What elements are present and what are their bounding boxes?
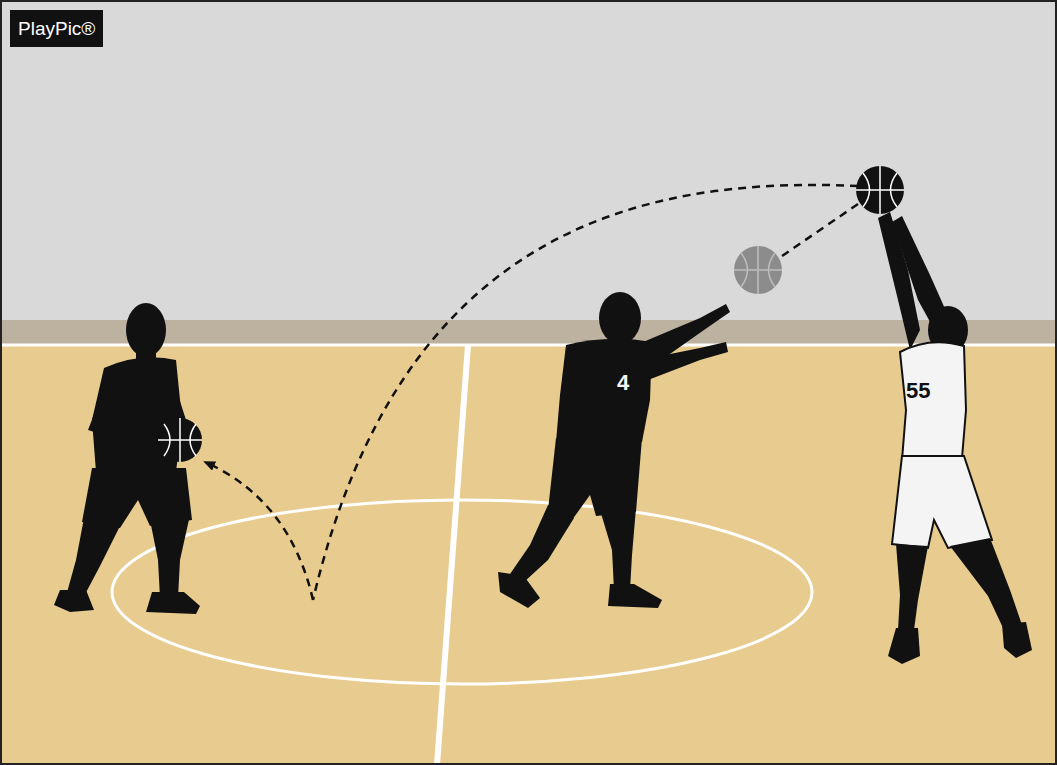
bounce-path [205, 462, 313, 600]
watermark: PlayPic® [10, 10, 103, 47]
basketball-ghost [734, 246, 782, 294]
player-right [878, 212, 1032, 664]
floor [0, 344, 1057, 765]
jersey-number: 55 [906, 378, 930, 404]
basketball-touched [856, 166, 904, 214]
player-middle [498, 292, 730, 608]
pass-path [313, 185, 858, 600]
deflection-path [782, 204, 858, 256]
center-circle [112, 500, 812, 684]
jersey-number: 4 [617, 370, 629, 396]
basketball-caught [158, 418, 202, 462]
half-court-line [437, 345, 468, 765]
